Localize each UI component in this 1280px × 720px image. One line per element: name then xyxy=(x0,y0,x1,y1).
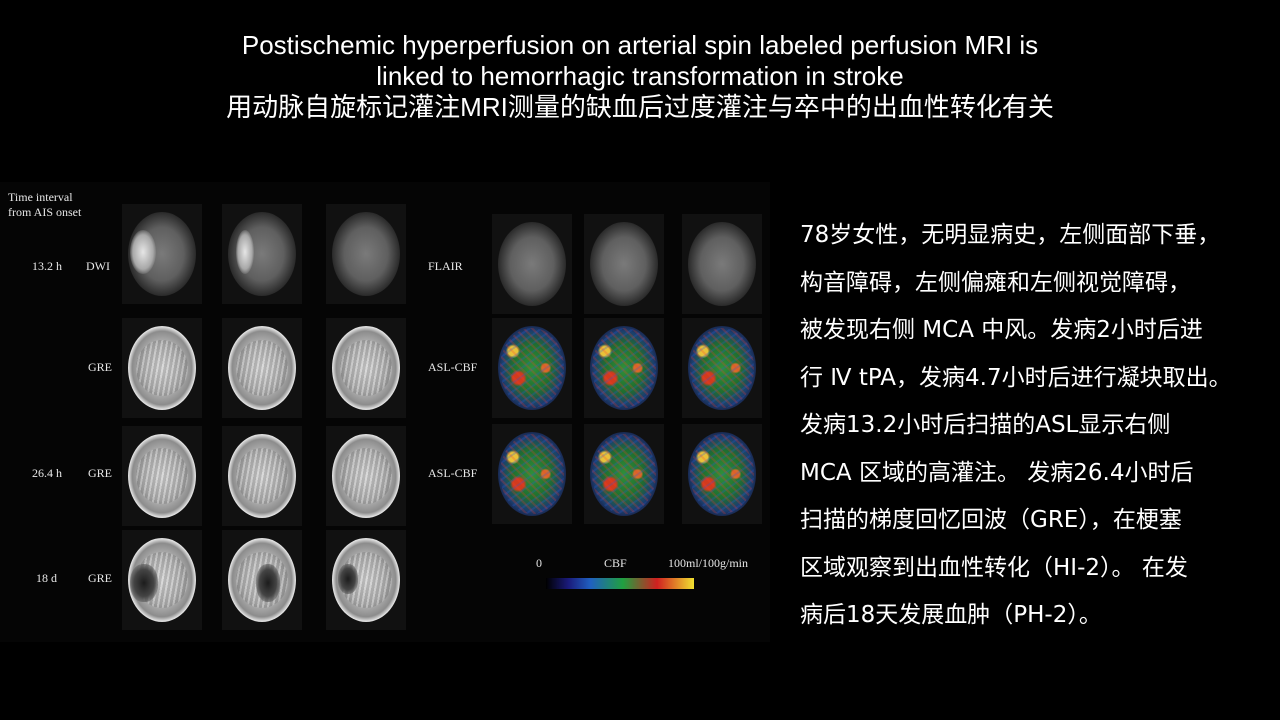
description-line-8: 区域观察到出血性转化（HI-2）。 在发 xyxy=(800,554,1188,581)
gre-scan-row3-2 xyxy=(222,426,302,526)
gre-scan-row2-3 xyxy=(326,318,406,418)
gre-scan-row4-3 xyxy=(326,530,406,630)
flair-scan-1 xyxy=(492,214,572,314)
gre-scan-row2-1 xyxy=(122,318,202,418)
gre-scan-row4-1 xyxy=(122,530,202,630)
asl-cbf-label-1: ASL-CBF xyxy=(428,360,478,374)
asl-cbf-scan-row1-2 xyxy=(584,318,664,418)
asl-cbf-scan-row2-3 xyxy=(682,424,762,524)
colorbar-min-label: 0 xyxy=(536,556,542,570)
colorbar-mid-label: CBF xyxy=(604,556,627,570)
cbf-colorbar xyxy=(546,578,694,589)
gre-scan-row2-2 xyxy=(222,318,302,418)
title-line-chinese: 用动脉自旋标记灌注MRI测量的缺血后过度灌注与卒中的出血性转化有关 xyxy=(226,92,1054,122)
flair-scan-3 xyxy=(682,214,762,314)
description-line-5: 发病13.2小时后扫描的ASL显示右侧 xyxy=(800,412,1171,438)
flair-scan-2 xyxy=(584,214,664,314)
row-4-sequence-label: GRE xyxy=(88,571,112,585)
colorbar-max-label: 100ml/100g/min xyxy=(668,556,749,570)
row-1-time-label: 13.2 h xyxy=(32,259,62,273)
description-line-1: 78岁女性，无明显病史，左侧面部下垂， xyxy=(800,222,1221,248)
row-4-time-label: 18 d xyxy=(36,571,57,585)
row-1-sequence-label: DWI xyxy=(86,259,110,273)
title-line-2: linked to hemorrhagic transformation in … xyxy=(376,61,904,91)
mri-figure: Time interval from AIS onset 13.2 h DWI … xyxy=(0,182,770,642)
gre-scan-row3-1 xyxy=(122,426,202,526)
description-line-6: MCA 区域的高灌注。 发病26.4小时后 xyxy=(800,459,1194,486)
description-line-3: 被发现右侧 MCA 中风。发病2小时后进 xyxy=(800,317,1203,343)
row-3-sequence-label: GRE xyxy=(88,466,112,480)
title-line-1: Postischemic hyperperfusion on arterial … xyxy=(241,30,1039,60)
dwi-scan-3 xyxy=(326,204,406,304)
slide-title: Postischemic hyperperfusion on arterial … xyxy=(0,30,1280,123)
gre-scan-row4-2 xyxy=(222,530,302,630)
row-2-sequence-label: GRE xyxy=(88,360,112,374)
row-3-time-label: 26.4 h xyxy=(32,466,62,480)
time-interval-header-line-1: Time interval xyxy=(8,190,73,204)
asl-cbf-scan-row1-1 xyxy=(492,318,572,418)
description-line-2: 构音障碍，左侧偏瘫和左侧视觉障碍， xyxy=(800,269,1191,296)
description-line-9: 病后18天发展血肿（PH-2）。 xyxy=(800,602,1102,628)
description-line-4: 行 Ⅳ tPA，发病4.7小时后进行凝块取出。 xyxy=(800,364,1232,391)
asl-cbf-scan-row2-2 xyxy=(584,424,664,524)
dwi-scan-2 xyxy=(222,204,302,304)
gre-scan-row3-3 xyxy=(326,426,406,526)
time-interval-header-line-2: from AIS onset xyxy=(8,205,82,219)
asl-cbf-scan-row1-3 xyxy=(682,318,762,418)
asl-cbf-scan-row2-1 xyxy=(492,424,572,524)
case-description: 78岁女性，无明显病史，左侧面部下垂， 构音障碍，左侧偏瘫和左侧视觉障碍， 被发… xyxy=(800,212,1280,640)
asl-cbf-label-2: ASL-CBF xyxy=(428,466,478,480)
description-line-7: 扫描的梯度回忆回波（GRE），在梗塞 xyxy=(800,507,1182,533)
flair-label: FLAIR xyxy=(428,259,463,273)
dwi-scan-1 xyxy=(122,204,202,304)
